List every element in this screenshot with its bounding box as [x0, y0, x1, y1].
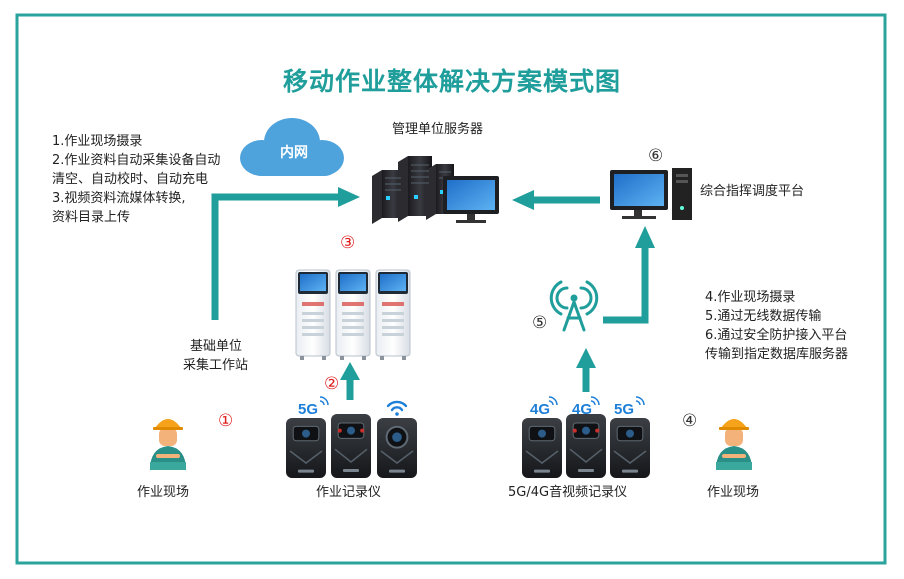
badge-4g-2: 4G — [572, 396, 600, 418]
marker-5: ⑤ — [532, 313, 548, 333]
kiosk-icon — [335, 269, 371, 360]
arrow-station-to-server — [211, 187, 360, 320]
body-camera-icon — [377, 418, 417, 478]
station-label-line-1: 基础单位 — [190, 339, 243, 354]
body-camera-icon — [566, 414, 606, 478]
step-line: 6.通过安全防护接入平台 — [705, 328, 848, 343]
marker-6: ⑥ — [648, 146, 664, 166]
outer-frame — [15, 13, 887, 565]
marker-4: ④ — [682, 411, 698, 431]
server-label: 管理单位服务器 — [392, 122, 484, 137]
body-camera-icon — [286, 418, 326, 478]
recorders-right — [522, 414, 650, 478]
step-line: 清空、自动校时、自动充电 — [52, 172, 209, 187]
body-camera-icon — [331, 414, 371, 478]
kiosk-icon — [295, 269, 331, 360]
kiosk-icon — [375, 269, 411, 360]
arrow-recorders-to-station — [340, 362, 360, 400]
step-line: 1.作业现场摄录 — [52, 134, 143, 149]
marker-2: ② — [324, 374, 340, 394]
arrow-platform-to-server — [512, 190, 600, 210]
marker-3: ③ — [340, 233, 356, 253]
worker-right-icon — [716, 419, 752, 470]
recorder-label-right: 5G/4G音视频记录仪 — [508, 485, 628, 500]
step-line: 4.作业现场摄录 — [705, 290, 796, 305]
svg-text:4G: 4G — [530, 401, 550, 418]
monitor-icon — [443, 176, 499, 223]
worker-left-icon — [150, 419, 186, 470]
svg-text:4G: 4G — [572, 401, 592, 418]
body-camera-icon — [522, 418, 562, 478]
server-icon — [372, 156, 454, 224]
svg-text:5G: 5G — [298, 401, 318, 418]
cloud-icon — [240, 118, 344, 176]
badge-5g-right: 5G — [614, 396, 645, 418]
badge-4g-1: 4G — [530, 396, 558, 418]
step-line: 3.视频资料流媒体转换, — [52, 191, 186, 206]
platform-label: 综合指挥调度平台 — [700, 184, 805, 199]
body-camera-icon — [610, 418, 650, 478]
signal-tower-icon — [549, 280, 599, 332]
cloud-label: 内网 — [280, 145, 308, 161]
step-line: 传输到指定数据库服务器 — [705, 347, 849, 362]
step-line: 5.通过无线数据传输 — [705, 309, 822, 324]
arrow-tower-to-platform — [603, 226, 655, 324]
step-line: 资料目录上传 — [52, 210, 131, 225]
svg-text:5G: 5G — [614, 401, 634, 418]
site-label-left: 作业现场 — [137, 485, 190, 500]
badge-5g-left: 5G — [298, 396, 329, 418]
diagram-title: 移动作业整体解决方案模式图 — [282, 67, 621, 96]
step-line: 2.作业资料自动采集设备自动 — [52, 153, 221, 168]
platform-computer-icon — [610, 168, 692, 220]
wifi-icon — [386, 400, 408, 416]
station-label-line-2: 采集工作站 — [183, 358, 249, 373]
recorder-label-left: 作业记录仪 — [316, 485, 382, 500]
marker-1: ① — [218, 411, 234, 431]
site-label-right: 作业现场 — [707, 485, 760, 500]
workstation-kiosks — [295, 269, 411, 360]
recorders-left — [286, 414, 417, 478]
arrow-recorders-to-tower — [576, 348, 596, 392]
